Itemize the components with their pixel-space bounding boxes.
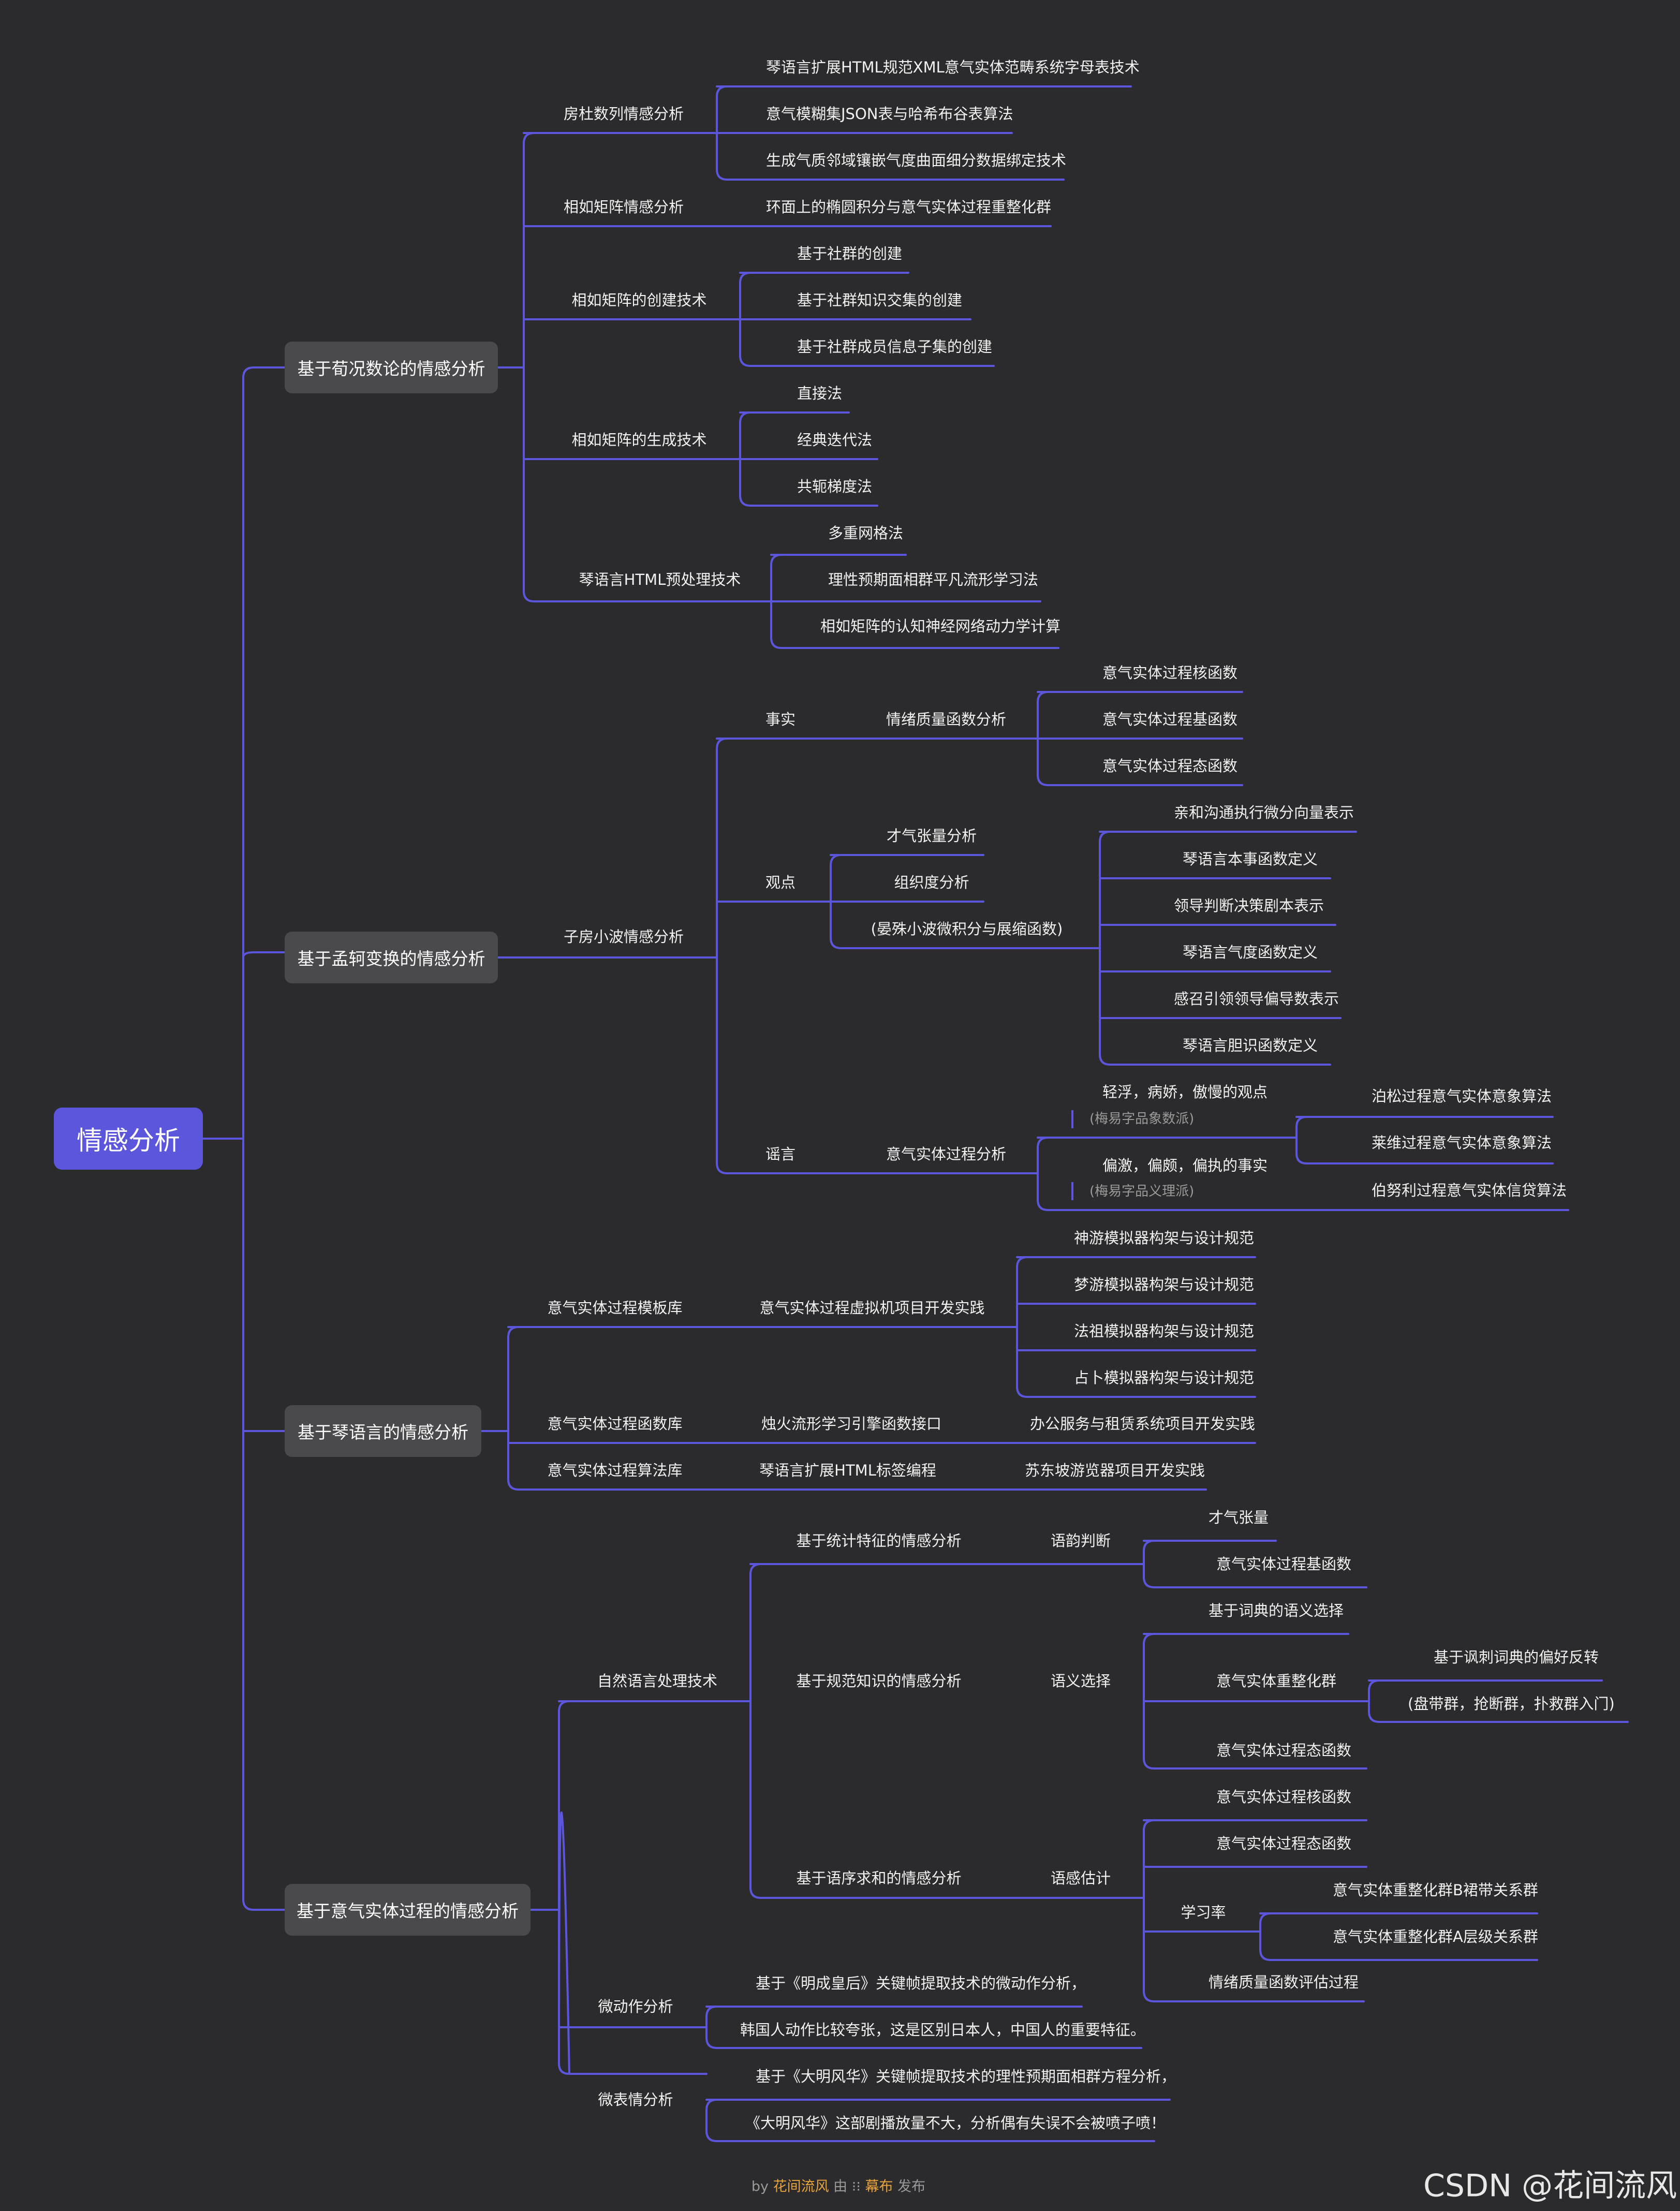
footer-credit: by 花间流风 由 ⁝⁝ 幕布 发布 (751, 2175, 925, 2195)
leaf-label[interactable]: 感召引领领导偏导数表示 (1174, 990, 1339, 1008)
node-label[interactable]: 才气张量分析 (886, 827, 977, 845)
footer-via: 由 (833, 2178, 848, 2195)
node-label[interactable]: 基于统计特征的情感分析 (796, 1532, 962, 1550)
node-label[interactable]: 意气实体过程算法库 (547, 1462, 683, 1479)
node-label[interactable]: 微表情分析 (598, 2091, 673, 2109)
node-label[interactable]: 烛火流形学习引擎函数接口 (761, 1415, 942, 1433)
leaf-label[interactable]: 基于讽刺词典的偏好反转 (1434, 1648, 1599, 1666)
leaf-label[interactable]: 领导判断决策剧本表示 (1174, 897, 1324, 915)
rumor-opinion-label[interactable]: 轻浮，病娇，傲慢的观点 (1102, 1083, 1268, 1101)
leaf-label[interactable]: 基于《大明风华》关键帧提取技术的理性预期面相群方程分析， (756, 2068, 1176, 2085)
footer-by: by (751, 2178, 769, 2195)
node-label[interactable]: 观点 (765, 874, 796, 891)
rumor-opinion-note: (梅易字品象数派) (1089, 1111, 1195, 1127)
branch-node-1[interactable]: 基于荀况数论的情感分析 (285, 342, 498, 393)
leaf-label[interactable]: 苏东坡游览器项目开发实践 (1025, 1462, 1205, 1479)
leaf-label[interactable]: 意气实体过程核函数 (1102, 664, 1238, 682)
rumor-fact-label[interactable]: 偏激，偏颇，偏执的事实 (1102, 1157, 1268, 1174)
node-label[interactable]: 意气实体过程模板库 (547, 1299, 683, 1317)
node-label[interactable]: 意气实体过程虚拟机项目开发实践 (759, 1299, 985, 1317)
node-label[interactable]: (晏殊小波微积分与展缩函数) (871, 920, 1063, 938)
node-label[interactable]: 情绪质量函数分析 (886, 711, 1007, 728)
leaf-label[interactable]: 情绪质量函数评估过程 (1209, 1973, 1359, 1991)
footer-publish: 发布 (897, 2178, 926, 2195)
leaf-label[interactable]: 意气实体重整化群 (1216, 1672, 1337, 1690)
node-label[interactable]: 子房小波情感分析 (563, 928, 684, 946)
node-label[interactable]: 谣言 (765, 1145, 796, 1163)
leaf-label[interactable]: 才气张量 (1209, 1509, 1269, 1526)
branch-node-3[interactable]: 基于琴语言的情感分析 (285, 1405, 481, 1457)
root-node[interactable]: 情感分析 (54, 1108, 203, 1170)
leaf-label[interactable]: 经典迭代法 (797, 431, 873, 449)
leaf-label[interactable]: 伯努利过程意气实体信贷算法 (1372, 1182, 1567, 1199)
leaf-label[interactable]: 基于《明成皇后》关键帧提取技术的微动作分析， (756, 1974, 1086, 1992)
leaf-label[interactable]: 直接法 (797, 385, 843, 402)
footer-tool[interactable]: 幕布 (865, 2178, 893, 2195)
leaf-label[interactable]: 基于社群的创建 (797, 245, 903, 262)
leaf-label[interactable]: 意气实体过程态函数 (1102, 757, 1238, 775)
node-label[interactable]: 意气实体过程分析 (886, 1145, 1007, 1163)
leaf-label[interactable]: 神游模拟器构架与设计规范 (1074, 1229, 1255, 1247)
leaf-label[interactable]: 意气实体过程基函数 (1102, 711, 1238, 728)
leaf-label[interactable]: 琴语言胆识函数定义 (1183, 1037, 1318, 1054)
leaf-label[interactable]: 基于词典的语义选择 (1209, 1602, 1344, 1619)
branch-node-4[interactable]: 基于意气实体过程的情感分析 (285, 1884, 530, 1936)
node-label[interactable]: 自然语言处理技术 (597, 1672, 718, 1690)
leaf-label[interactable]: 法祖模拟器构架与设计规范 (1074, 1322, 1255, 1340)
node-label[interactable]: 相如矩阵情感分析 (563, 198, 684, 216)
node-label[interactable]: 琴语言扩展HTML标签编程 (759, 1462, 936, 1479)
leaf-label[interactable]: 意气实体重整化群A层级关系群 (1333, 1928, 1538, 1945)
leaf-label[interactable]: 《大明风华》这部剧播放量不大，分析偶有失误不会被喷子喷！ (745, 2114, 1166, 2132)
node-label[interactable]: 语感估计 (1050, 1869, 1111, 1887)
leaf-label[interactable]: 基于社群知识交集的创建 (797, 291, 963, 309)
leaf-label[interactable]: (盘带群，抢断群，扑救群入门) (1408, 1695, 1615, 1713)
leaf-label[interactable]: 意气实体过程基函数 (1216, 1555, 1352, 1573)
leaf-label[interactable]: 相如矩阵的认知神经网络动力学计算 (820, 617, 1061, 635)
node-label[interactable]: 相如矩阵的生成技术 (571, 431, 707, 449)
node-label[interactable]: 组织度分析 (894, 874, 969, 891)
leaf-label[interactable]: 莱维过程意气实体意象算法 (1372, 1134, 1552, 1152)
leaf-label[interactable]: 琴语言气度函数定义 (1183, 944, 1318, 961)
leaf-label[interactable]: 意气实体重整化群B裙带关系群 (1333, 1881, 1538, 1899)
leaf-label[interactable]: 亲和沟通执行微分向量表示 (1174, 804, 1354, 821)
node-label[interactable]: 房杜数列情感分析 (563, 105, 684, 123)
leaf-label[interactable]: 共轭梯度法 (797, 478, 873, 495)
leaf-label[interactable]: 基于社群成员信息子集的创建 (797, 338, 993, 356)
node-label[interactable]: 琴语言HTML预处理技术 (579, 571, 741, 588)
node-label[interactable]: 事实 (765, 711, 796, 728)
leaf-label[interactable]: 生成气质邻域镶嵌气度曲面细分数据绑定技术 (766, 152, 1067, 169)
node-label[interactable]: 相如矩阵的创建技术 (571, 291, 707, 309)
leaf-label[interactable]: 意气实体过程态函数 (1216, 1835, 1352, 1852)
branch-node-2[interactable]: 基于孟轲变换的情感分析 (285, 932, 498, 983)
leaf-label[interactable]: 占卜模拟器构架与设计规范 (1074, 1369, 1255, 1387)
leaf-label[interactable]: 理性预期面相群平凡流形学习法 (828, 571, 1039, 588)
leaf-label[interactable]: 琴语言本事函数定义 (1183, 850, 1318, 868)
mubu-logo-icon: ⁝⁝ (851, 2178, 861, 2195)
leaf-label[interactable]: 梦游模拟器构架与设计规范 (1074, 1276, 1255, 1293)
watermark: CSDN @花间流风 (1423, 2168, 1677, 2204)
leaf-label[interactable]: 韩国人动作比较夸张，这是区别日本人，中国人的重要特征。 (740, 2021, 1146, 2039)
leaf-label[interactable]: 环面上的椭圆积分与意气实体过程重整化群 (766, 198, 1052, 216)
node-label[interactable]: 语韵判断 (1050, 1532, 1111, 1550)
footer-author[interactable]: 花间流风 (773, 2178, 829, 2195)
node-label[interactable]: 基于语序求和的情感分析 (796, 1869, 962, 1887)
leaf-label[interactable]: 泊松过程意气实体意象算法 (1372, 1087, 1552, 1105)
rumor-fact-note: (梅易字品义理派) (1089, 1184, 1195, 1199)
leaf-label[interactable]: 意气实体过程态函数 (1216, 1742, 1352, 1759)
leaf-label[interactable]: 办公服务与租赁系统项目开发实践 (1030, 1415, 1256, 1433)
node-label[interactable]: 意气实体过程函数库 (547, 1415, 683, 1433)
leaf-label[interactable]: 意气实体过程核函数 (1216, 1788, 1352, 1806)
node-label[interactable]: 语义选择 (1050, 1672, 1111, 1690)
node-label[interactable]: 基于规范知识的情感分析 (796, 1672, 962, 1690)
leaf-label[interactable]: 意气模糊集JSON表与哈希布谷表算法 (766, 105, 1013, 123)
node-label[interactable]: 微动作分析 (598, 1998, 673, 2015)
leaf-label[interactable]: 多重网格法 (828, 524, 904, 542)
node-label[interactable]: 学习率 (1181, 1904, 1226, 1921)
leaf-label[interactable]: 琴语言扩展HTML规范XML意气实体范畴系统字母表技术 (766, 58, 1140, 76)
